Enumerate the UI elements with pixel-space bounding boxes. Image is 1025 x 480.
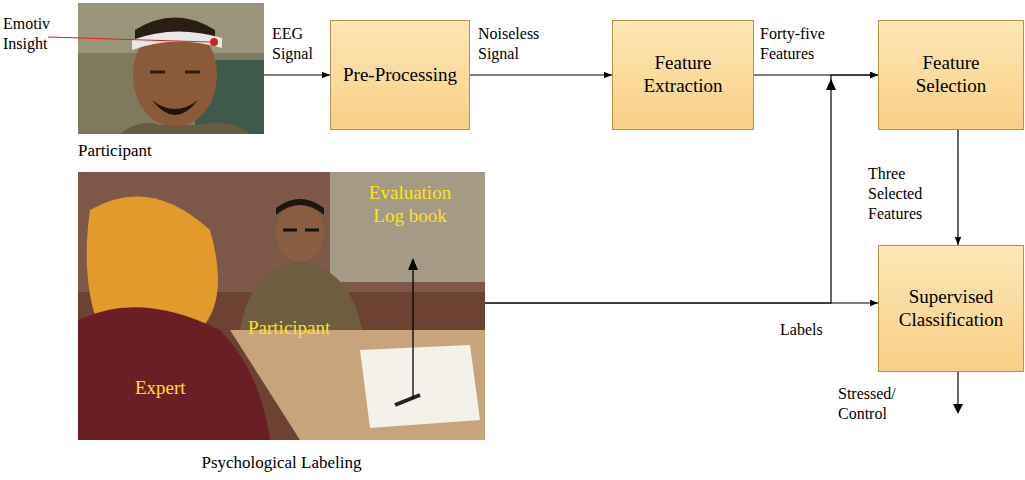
glasses [283, 229, 319, 232]
process-box: Feature Selection [878, 20, 1024, 130]
pointer-head [408, 258, 418, 270]
process-box: Feature Extraction [612, 20, 754, 130]
output-arrowhead [953, 404, 963, 414]
headset-sensor [210, 38, 218, 46]
flow-arrow [470, 74, 612, 75]
output-arrow [957, 372, 958, 406]
edge-label: EEG Signal [272, 24, 324, 64]
paper [360, 345, 480, 428]
box-text: Pre-Processing [343, 64, 457, 87]
output-label: Stressed/ Control [838, 384, 912, 424]
man-hair [276, 199, 324, 215]
mustache [152, 100, 198, 115]
photo-panel: Evaluation Log bookParticipantExpertPsyc… [78, 172, 485, 440]
box-text: Feature Selection [887, 52, 1015, 98]
photo-background [78, 172, 485, 440]
photo-label: Expert [135, 377, 225, 400]
photo-label: Participant [248, 317, 358, 340]
man-head [276, 202, 324, 262]
box-text: Feature Extraction [621, 52, 745, 98]
edge-label: Three Selected Features [868, 164, 948, 224]
leader-line [48, 37, 210, 42]
edge-label: Labels [780, 320, 828, 340]
table [230, 330, 485, 440]
device-label: Emotiv Insight [3, 14, 47, 54]
shirt [120, 123, 250, 134]
photo-panel: Participant [78, 3, 264, 134]
photo-background [78, 3, 264, 134]
flow-arrow [957, 130, 958, 245]
edge-label: Forty-five Features [760, 24, 852, 64]
wall-panel [330, 172, 485, 282]
box-text: Supervised Classification [887, 286, 1015, 332]
pointer-line [412, 268, 413, 398]
photo-caption: Psychological Labeling [78, 453, 485, 473]
edge-label: Noiseless Signal [478, 24, 562, 64]
flow-arrow [264, 74, 330, 75]
pen [395, 395, 420, 405]
eyes [150, 71, 200, 74]
process-box: Pre-Processing [330, 20, 470, 130]
expert-body [78, 307, 270, 440]
photo-label: Evaluation Log book [358, 182, 462, 228]
process-box: Supervised Classification [878, 245, 1024, 372]
photo-caption: Participant [78, 141, 168, 161]
